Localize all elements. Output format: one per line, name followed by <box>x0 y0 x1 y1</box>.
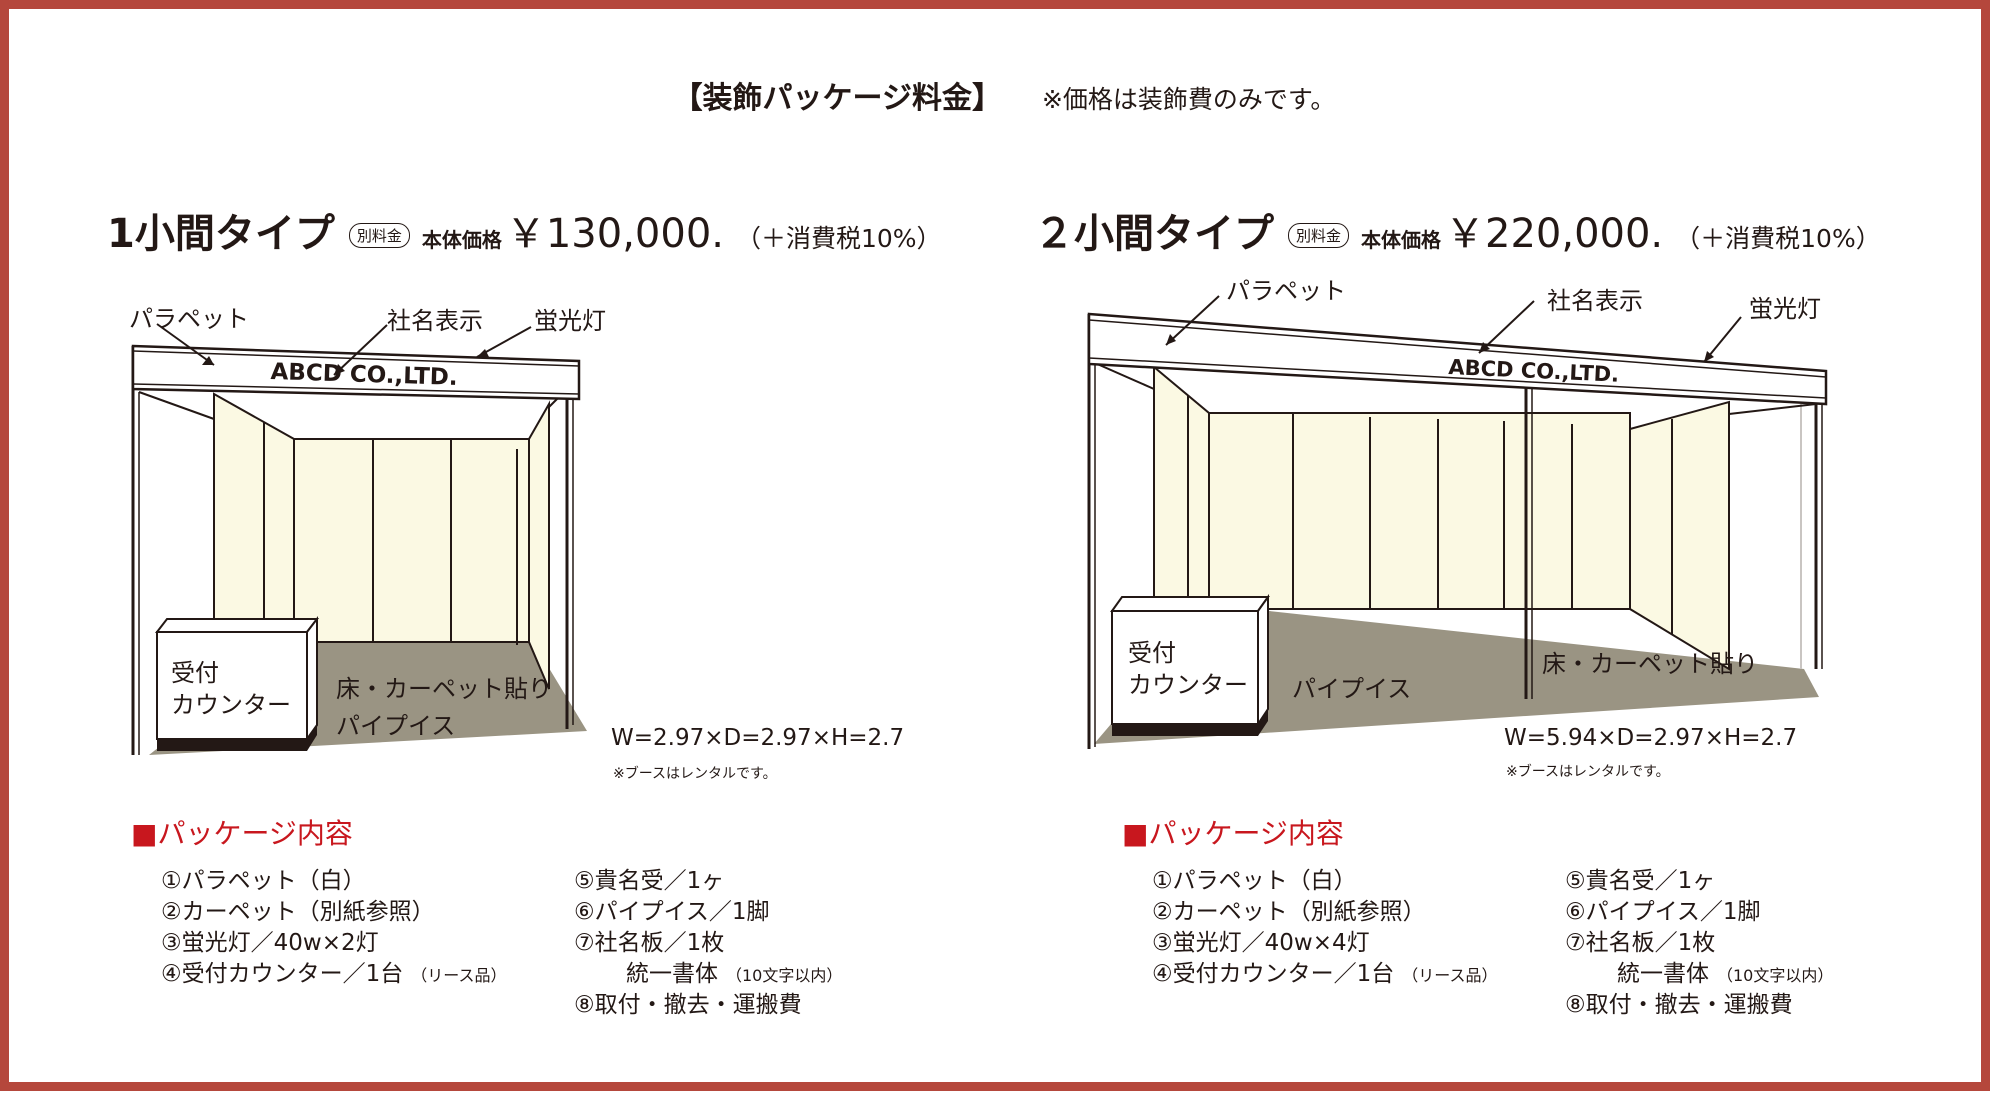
contents-item: ⑥パイプイス／1脚 <box>574 899 770 925</box>
package-contents-title: ■パッケージ内容 <box>131 817 353 850</box>
contents-list-right: ⑤貴名受／1ヶ ⑥パイプイス／1脚 ⑦社名板／1枚 統一書体（10文字以内） ⑧… <box>574 866 842 1021</box>
counter-label: 受付 カウンター <box>171 657 291 721</box>
booth-illustration-2x1 <box>1087 295 1828 749</box>
contents-item: ①パラペット（白） <box>1152 868 1357 894</box>
package-panel-1: 1小間タイプ 別料金 本体価格 ￥130,000. （＋消費税10%） <box>9 9 1004 1100</box>
floor-label: 床・カーペット貼り <box>336 675 552 703</box>
price-value: ￥130,000. <box>505 211 724 257</box>
contents-item: ④受付カウンター／1台（リース品） <box>1152 961 1498 987</box>
contents-item: ②カーペット（別紙参照） <box>1152 899 1426 925</box>
contents-item: 統一書体（10文字以内） <box>1617 961 1834 987</box>
reception-counter-top <box>1110 596 1270 612</box>
sign-label: 社名表示 <box>1547 287 1643 315</box>
right-wall <box>528 400 550 690</box>
booth-dimensions: W=5.94×D=2.97×H=2.7 <box>1504 725 1798 751</box>
contents-item: ⑦社名板／1枚 <box>574 930 725 956</box>
package-contents-title: ■パッケージ内容 <box>1122 817 1344 850</box>
parapet-label: パラペット <box>1226 277 1346 305</box>
package-title-line: 1小間タイプ 別料金 本体価格 ￥130,000. （＋消費税10%） <box>107 201 942 259</box>
square-marker-icon: ■ <box>1122 817 1149 850</box>
contents-item: ⑧取付・撤去・運搬費 <box>574 992 802 1018</box>
back-wall <box>1208 412 1631 610</box>
counter-label-line2: カウンター <box>171 691 291 719</box>
chair-label: パイプイス <box>1292 675 1412 703</box>
package-type: ２小間タイプ <box>1034 211 1274 257</box>
extra-charge-badge: 別料金 <box>1288 223 1350 248</box>
page-heading: 【装飾パッケージ料金】 ※価格は装飾費のみです。 <box>9 73 1990 117</box>
price-value: ￥220,000. <box>1445 211 1664 257</box>
booth-illustration-1x1 <box>131 323 587 755</box>
package-title-line: ２小間タイプ 別料金 本体価格 ￥220,000. （＋消費税10%） <box>1034 201 1881 259</box>
square-marker-icon: ■ <box>131 817 158 850</box>
back-wall <box>293 438 530 643</box>
contents-item: ⑦社名板／1枚 <box>1565 930 1716 956</box>
contents-item: ②カーペット（別紙参照） <box>161 899 435 925</box>
contents-item: ⑥パイプイス／1脚 <box>1565 899 1761 925</box>
contents-item: ⑧取付・撤去・運搬費 <box>1565 992 1793 1018</box>
price-label: 本体価格 <box>1361 228 1442 252</box>
extra-charge-badge: 別料金 <box>348 223 410 248</box>
floor-label: 床・カーペット貼り <box>1542 650 1758 678</box>
contents-item: 統一書体（10文字以内） <box>626 961 843 987</box>
contents-item: ⑤貴名受／1ヶ <box>574 868 725 894</box>
counter-label: 受付 カウンター <box>1128 637 1248 701</box>
parapet-label: パラペット <box>129 305 249 333</box>
reception-counter <box>156 631 308 740</box>
sign-label: 社名表示 <box>387 307 483 335</box>
counter-label-line1: 受付 <box>171 659 219 687</box>
reception-counter-top <box>154 618 320 633</box>
left-wall <box>213 392 295 651</box>
price-label: 本体価格 <box>421 228 502 252</box>
contents-item: ①パラペット（白） <box>161 868 366 894</box>
contents-item: ④受付カウンター／1台（リース品） <box>161 961 507 987</box>
package-type: 1小間タイプ <box>107 211 335 257</box>
rental-note: ※ブースはレンタルです。 <box>1506 764 1670 780</box>
light-label: 蛍光灯 <box>1749 295 1821 323</box>
tax-note: （＋消費税10%） <box>735 224 942 253</box>
heading-note: ※価格は装飾費のみです。 <box>1041 85 1336 114</box>
package-panel-2: ２小間タイプ 別料金 本体価格 ￥220,000. （＋消費税10%） <box>1004 9 1990 1100</box>
contents-list-left: ①パラペット（白） ②カーペット（別紙参照） ③蛍光灯／40w×2灯 ④受付カウ… <box>161 866 506 990</box>
chair-label: パイプイス <box>336 712 456 740</box>
left-wall <box>1153 364 1210 631</box>
floor <box>1094 605 1819 744</box>
contents-list-left: ①パラペット（白） ②カーペット（別紙参照） ③蛍光灯／40w×4灯 ④受付カウ… <box>1152 866 1497 990</box>
parapet <box>1087 312 1828 406</box>
contents-item: ③蛍光灯／40w×2灯 <box>161 930 379 956</box>
counter-label-line2: カウンター <box>1128 671 1248 699</box>
contents-item: ⑤貴名受／1ヶ <box>1565 868 1716 894</box>
right-wall <box>1629 400 1730 671</box>
tax-note: （＋消費税10%） <box>1675 224 1881 253</box>
contents-list-right: ⑤貴名受／1ヶ ⑥パイプイス／1脚 ⑦社名板／1枚 統一書体（10文字以内） ⑧… <box>1565 866 1833 1021</box>
rental-note: ※ブースはレンタルです。 <box>613 766 777 782</box>
light-label: 蛍光灯 <box>534 307 606 335</box>
contents-item: ③蛍光灯／40w×4灯 <box>1152 930 1370 956</box>
heading-title: 【装飾パッケージ料金】 <box>672 81 1002 116</box>
counter-label-line1: 受付 <box>1128 639 1176 667</box>
booth-dimensions: W=2.97×D=2.97×H=2.7 <box>611 725 905 751</box>
